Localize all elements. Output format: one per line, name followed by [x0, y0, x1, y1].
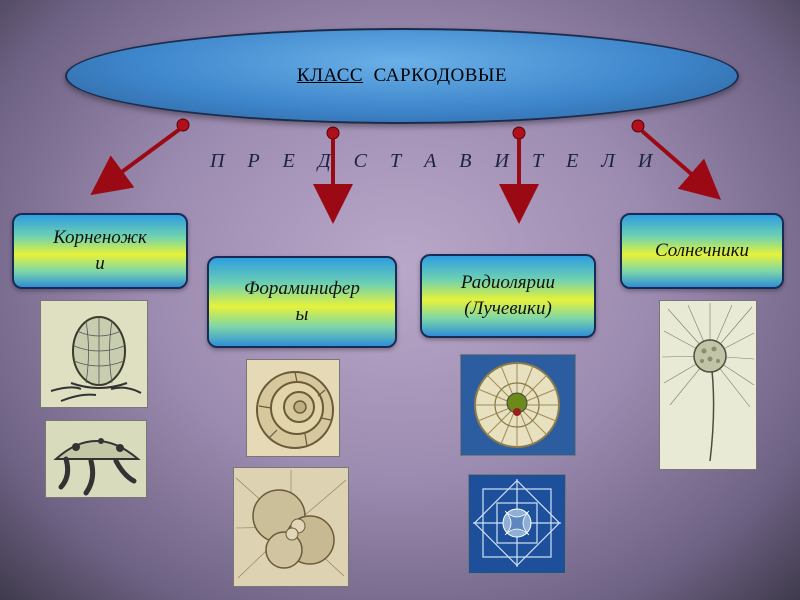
class-title-word-class: КЛАСС [296, 65, 364, 86]
class-title: КЛАСС САРКОДОВЫЕ [297, 65, 507, 87]
group-label-line1: Солнечники [654, 240, 750, 261]
korenozhka-illustration-1 [40, 300, 148, 408]
representatives-subtitle: П Р Е Д С Т А В И Т Е Л И [210, 150, 662, 172]
group-label-line1: Радиолярии [460, 272, 556, 293]
group-label-line2: и [95, 253, 105, 274]
foraminifera-illustration-2 [233, 467, 349, 587]
arrow-to-korenozhki [90, 118, 190, 196]
group-box-radiolarii: Радиолярии (Лучевики) [420, 254, 596, 338]
radiolaria-illustration-2 [468, 474, 566, 574]
group-box-foraminifery: Фораминифер ы [207, 256, 397, 348]
arrow-to-foraminifery [313, 126, 353, 224]
group-box-solnechniki: Солнечники [620, 213, 784, 289]
arrow-to-radiolarii [499, 126, 539, 224]
class-title-word-name: САРКОДОВЫЕ [373, 65, 508, 86]
class-title-ellipse: КЛАСС САРКОДОВЫЕ [65, 28, 739, 124]
heliozoa-illustration [659, 300, 757, 470]
group-label-line1: Корненожк [53, 227, 147, 248]
group-label-line2: (Лучевики) [464, 298, 552, 319]
foraminifera-illustration-1 [246, 359, 340, 457]
korenozhka-illustration-2 [45, 420, 147, 498]
arrow-to-solnechniki [631, 119, 722, 200]
radiolaria-illustration-1 [460, 354, 576, 456]
group-box-korenozhki: Корненожк и [12, 213, 188, 289]
group-label-line2: ы [295, 304, 309, 325]
group-label-line1: Фораминифер [244, 278, 360, 299]
